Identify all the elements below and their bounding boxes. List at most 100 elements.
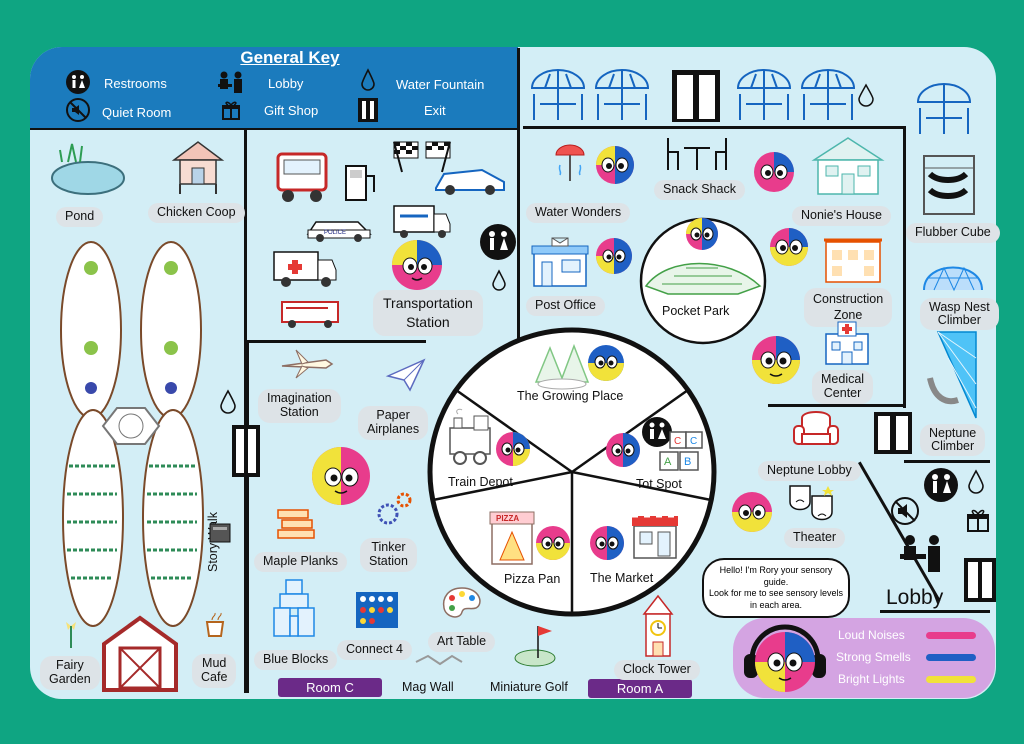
medical-center-label: Medical Center	[812, 370, 874, 404]
race-car-icon	[435, 168, 505, 195]
neptune-lobby-label: Neptune Lobby	[758, 461, 861, 481]
legend-bright-lights-swatch	[926, 676, 976, 683]
rory-guide-icon	[754, 152, 794, 192]
wall-medical-bottom	[768, 404, 906, 407]
guide-speech-bubble: Hello! I'm Rory your sensory guide. Look…	[702, 558, 850, 618]
mud-cafe-label: Mud Cafe	[192, 654, 237, 688]
growing-place-label: The Growing Place	[517, 389, 624, 403]
mag-wall-label: Mag Wall	[402, 680, 454, 694]
quiet-room-icon	[66, 98, 90, 122]
pizza-oven-icon: PIZZA	[489, 511, 535, 565]
flubber-cube-icon	[923, 155, 975, 215]
key-quiet-room-label: Quiet Room	[102, 105, 172, 120]
rory-guide-icon	[596, 238, 632, 274]
water-fountain-icon	[968, 469, 984, 494]
medical-center-icon	[825, 321, 869, 365]
key-exit-label: Exit	[424, 103, 446, 118]
art-palette-icon	[442, 587, 481, 618]
gas-pump-icon	[345, 165, 375, 201]
nonies-house-label: Nonie's House	[792, 206, 891, 226]
rory-guide-icon	[588, 345, 624, 381]
wall-lobby-bottom	[880, 610, 990, 613]
svg-text:B: B	[684, 456, 691, 468]
wall-center-vertical	[517, 48, 520, 343]
legend-strong-smells-swatch	[926, 654, 976, 661]
growing-place-icon	[534, 343, 590, 390]
airplane-icon	[281, 349, 334, 379]
exit-door-icon	[874, 412, 912, 454]
pond-icon	[51, 143, 125, 195]
maple-planks-icon	[277, 509, 315, 539]
tot-spot-label: Tot Spot	[636, 477, 682, 491]
key-restrooms-label: Restrooms	[104, 76, 167, 91]
room-a-tag: Room A	[588, 679, 692, 698]
svg-text:A: A	[664, 456, 672, 468]
neptune-climber-label: Neptune Climber	[920, 424, 986, 457]
armchair-icon	[793, 411, 839, 445]
paper-airplanes-label: Paper Airplanes	[358, 406, 429, 440]
art-table-label: Art Table	[428, 632, 496, 652]
legend-bright-lights-label: Bright Lights	[838, 672, 905, 686]
pond-label: Pond	[56, 207, 104, 227]
garden-beds	[60, 241, 204, 627]
lobby-icon	[218, 71, 242, 93]
wasp-nest-climber-icon	[923, 266, 983, 292]
rory-guide-icon	[312, 447, 370, 505]
key-water-fountain-label: Water Fountain	[396, 77, 485, 92]
pocket-park-label: Pocket Park	[662, 304, 730, 318]
fairy-icon	[66, 622, 76, 648]
general-key-title: General Key	[240, 48, 340, 67]
police-car-icon: POLICE	[306, 221, 372, 242]
rory-guide-icon	[392, 240, 442, 290]
general-key-panel	[30, 47, 518, 129]
exit-door-icon	[964, 558, 996, 602]
rory-guide-icon	[496, 432, 530, 466]
the-market-label: The Market	[590, 571, 654, 585]
rory-guide-icon	[732, 492, 772, 532]
rory-guide-icon	[686, 218, 718, 250]
pizza-sign-text: PIZZA	[496, 514, 519, 523]
maple-planks-label: Maple Planks	[254, 552, 348, 572]
gears-icon	[377, 492, 412, 525]
paper-airplane-icon	[385, 358, 426, 392]
train-depot-label: Train Depot	[448, 475, 513, 489]
water-fountain-icon	[492, 269, 506, 291]
fairy-garden-label: Fairy Garden	[40, 656, 100, 690]
neptune-climber-icon	[927, 331, 977, 419]
construction-zone-icon	[824, 238, 882, 283]
mail-truck-icon	[393, 205, 451, 238]
water-fountain-icon	[361, 68, 375, 91]
lobby-desk-icon	[900, 535, 940, 572]
book-icon	[209, 523, 231, 543]
rory-guide-icon	[606, 433, 640, 467]
chicken-coop-label: Chicken Coop	[148, 203, 245, 223]
mud-cafe-cup-icon	[205, 612, 225, 637]
train-icon	[449, 408, 491, 465]
police-text: POLICE	[324, 230, 346, 236]
rory-guide-icon	[596, 146, 634, 184]
wall-left-vertical	[244, 129, 247, 693]
key-lobby-label: Lobby	[268, 76, 304, 91]
connect-4-label: Connect 4	[337, 640, 412, 660]
room-c-tag: Room C	[278, 678, 382, 697]
rory-guide-icon	[752, 336, 800, 384]
restrooms-icon	[480, 224, 516, 260]
pizza-pan-label: Pizza Pan	[504, 572, 561, 586]
transportation-station-label: Transportation Station	[373, 290, 483, 336]
wall-right-vertical	[903, 126, 906, 408]
gift-shop-icon	[967, 509, 989, 532]
construction-zone-label: Construction Zone	[804, 288, 893, 327]
flubber-cube-label: Flubber Cube	[906, 223, 1000, 243]
theater-masks-icon	[789, 485, 834, 521]
umbrella-table-icon	[916, 83, 972, 134]
magnet-wall-icon	[415, 654, 463, 666]
ambulance-icon	[273, 251, 337, 287]
umbrella-tables-icon	[530, 69, 650, 120]
clock-tower-label: Clock Tower	[614, 660, 700, 680]
blue-blocks-icon	[273, 579, 315, 637]
checkered-flags-icon	[393, 141, 451, 173]
post-office-icon	[531, 237, 589, 287]
restrooms-icon	[924, 468, 958, 502]
key-gift-shop-label: Gift Shop	[264, 103, 319, 118]
